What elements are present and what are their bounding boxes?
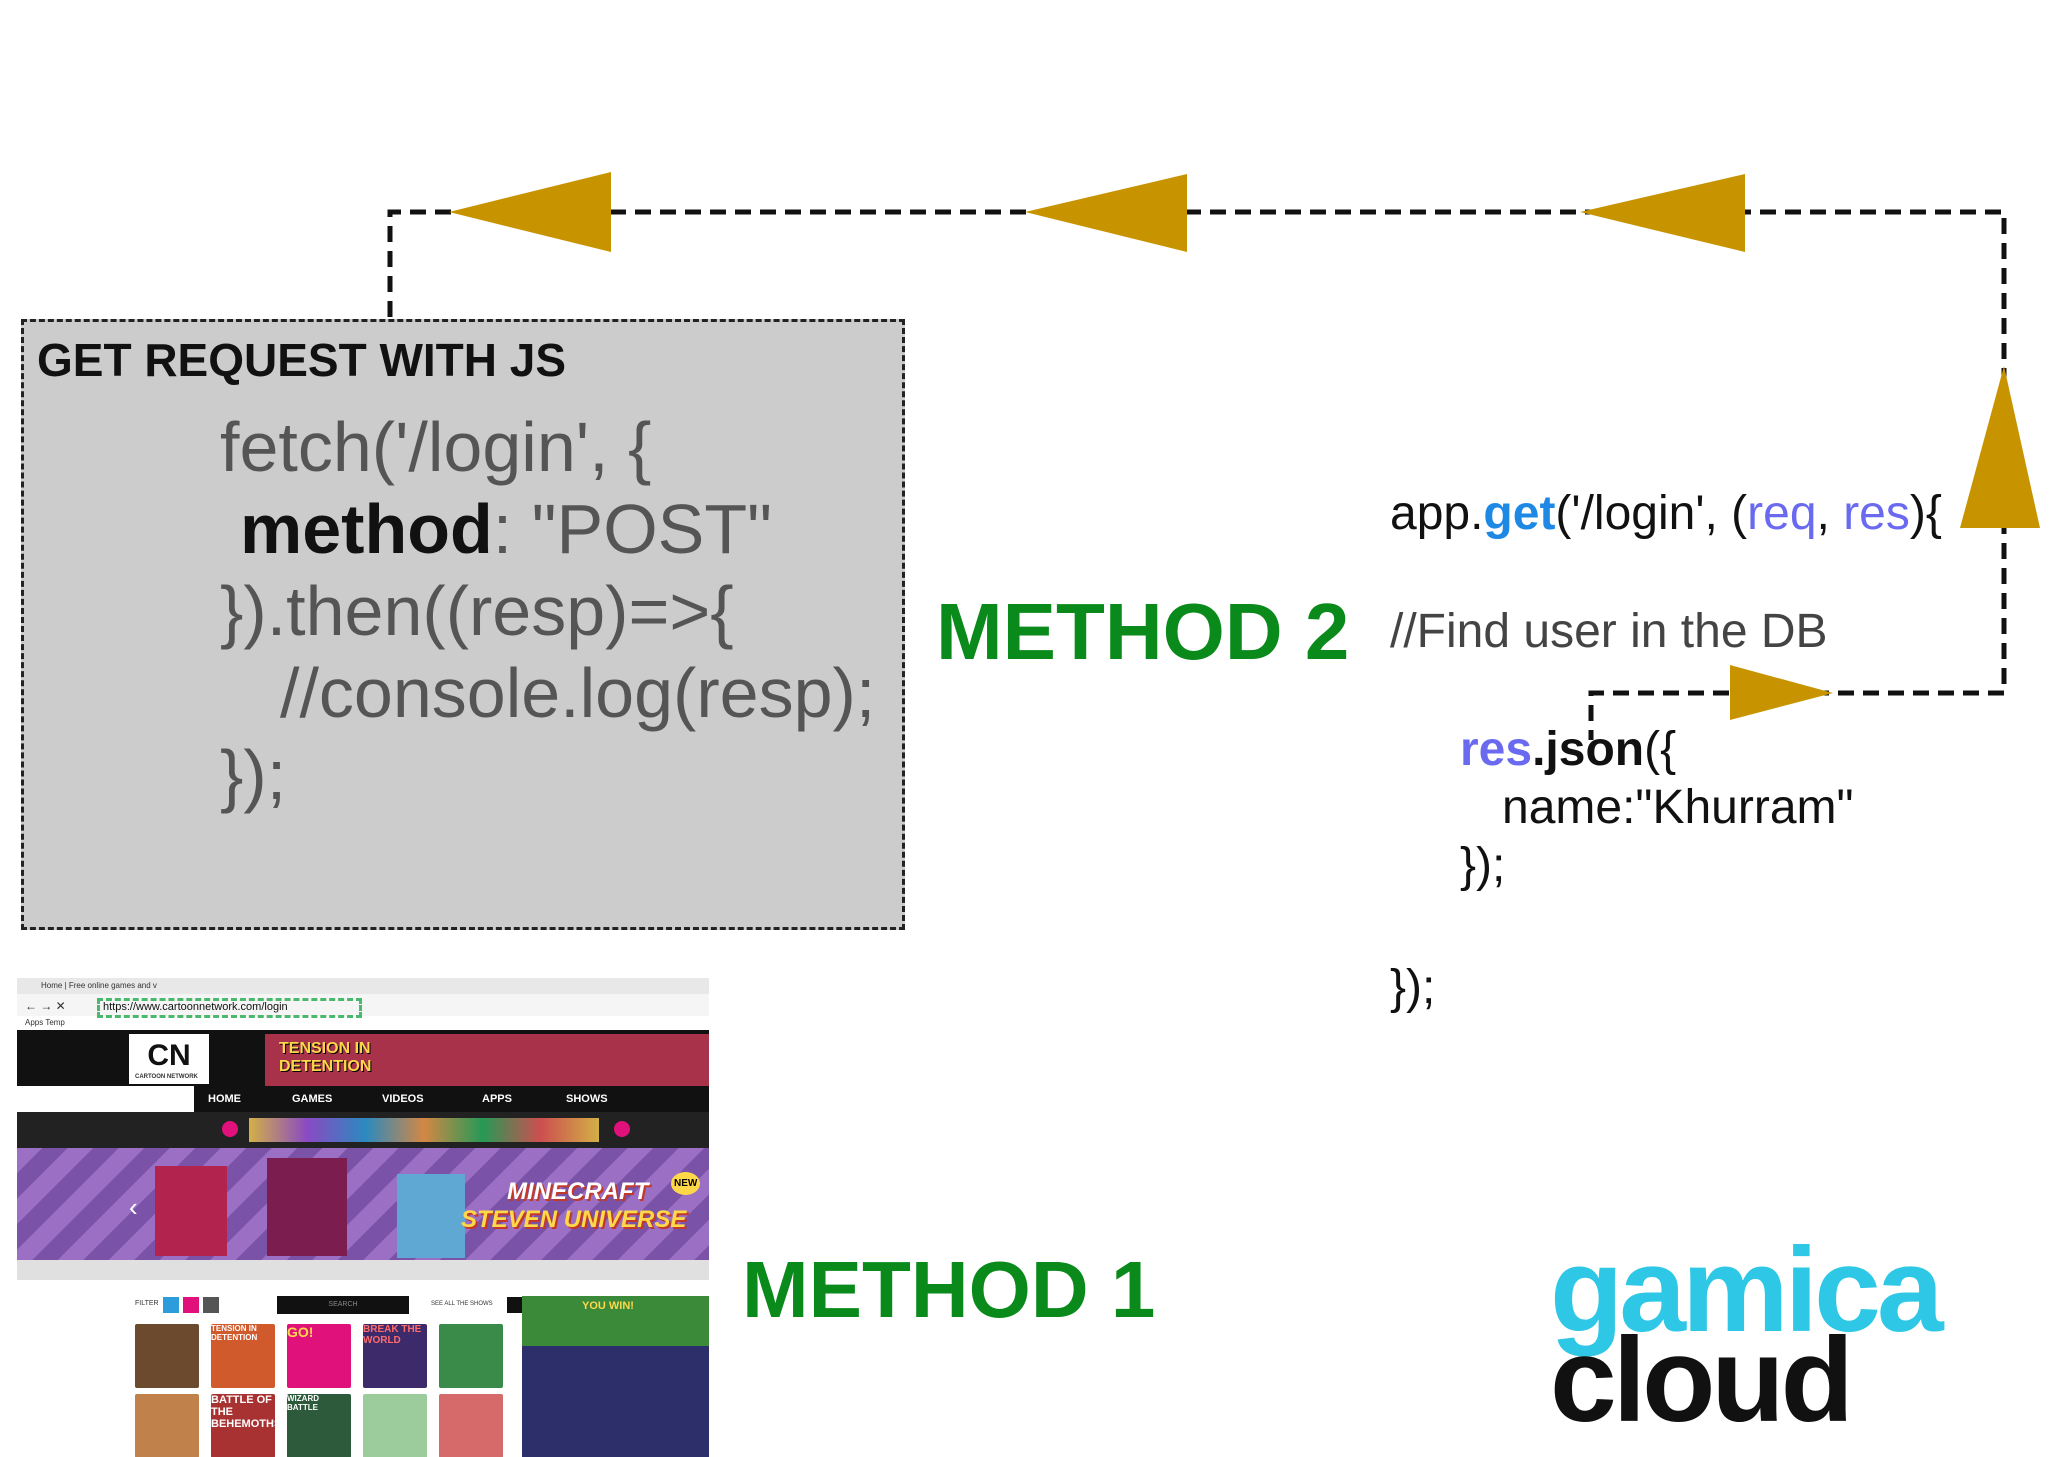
nav-games[interactable]: GAMES: [292, 1093, 333, 1105]
hero-banner: MINECRAFT STEVEN UNIVERSE NEW ‹: [17, 1148, 709, 1260]
game-thumb[interactable]: [439, 1394, 503, 1457]
arrowhead-left-2: [1025, 174, 1187, 252]
server-line-comment: //Find user in the DB: [1390, 605, 1828, 658]
bookmarks-bar: Apps Temp: [25, 1018, 65, 1027]
hero-character-1: [155, 1166, 227, 1256]
character-icons: [249, 1118, 599, 1142]
see-all-arrow-icon[interactable]: [507, 1297, 523, 1313]
ad-you-win: YOU WIN!: [582, 1300, 634, 1312]
ad-field-image: [522, 1296, 709, 1346]
method-1-label: METHOD 1: [742, 1245, 1156, 1334]
hero-title-1: MINECRAFT: [507, 1178, 649, 1205]
game-thumb[interactable]: TENSION IN DETENTION: [211, 1324, 275, 1388]
nav-videos[interactable]: VIDEOS: [382, 1093, 424, 1105]
code-res: res: [1843, 487, 1910, 540]
browser-tab-bar: Home | Free online games and v: [17, 978, 709, 994]
game-thumb[interactable]: [363, 1394, 427, 1457]
code-brace: ){: [1909, 487, 1942, 540]
code-req: req: [1747, 487, 1817, 540]
game-grid: TENSION IN DETENTION GO! BREAK THE WORLD…: [135, 1324, 515, 1457]
code-line-close: });: [220, 736, 287, 814]
code-json-call: .json: [1532, 723, 1645, 776]
game-thumb[interactable]: [135, 1324, 199, 1388]
game-thumb[interactable]: [135, 1394, 199, 1457]
nav-home[interactable]: HOME: [208, 1093, 241, 1105]
game-thumb[interactable]: [439, 1324, 503, 1388]
gamica-logo-bottom: cloud: [1550, 1313, 1854, 1447]
code-line-then: }).then((resp)=>{: [220, 572, 734, 650]
code-line-method: method: "POST": [240, 489, 772, 569]
game-thumb[interactable]: BATTLE OF THE BEHEMOTHS: [211, 1394, 281, 1457]
code-path: ('/login', (: [1555, 487, 1748, 540]
server-line-json: res.json({: [1460, 722, 1676, 778]
code-json-open: ({: [1644, 723, 1677, 776]
gamica-logo-top: gamica: [1550, 1223, 1944, 1357]
filter-bar: FILTER SEARCH SEE ALL THE SHOWS: [135, 1296, 525, 1314]
code-line-console: //console.log(resp);: [280, 654, 876, 732]
hero-title-2: STEVEN UNIVERSE: [461, 1206, 687, 1233]
browser-url: https://www.cartoonnetwork.com/login: [103, 1001, 288, 1013]
code-get: get: [1483, 487, 1556, 540]
hero-prev-icon[interactable]: ‹: [129, 1192, 138, 1222]
side-ad[interactable]: YOU WIN!: [522, 1296, 709, 1457]
char-prev-icon[interactable]: [222, 1121, 238, 1137]
cn-logo-sub: CARTOON NETWORK: [135, 1074, 198, 1080]
arrowhead-up: [1960, 366, 2040, 528]
server-line-route-close: });: [1390, 961, 1436, 1014]
arrowhead-right: [1730, 665, 1833, 720]
cn-logo: CN: [129, 1034, 209, 1084]
game-thumb[interactable]: GO!: [287, 1324, 351, 1388]
character-bar: [17, 1112, 709, 1148]
code-method-value: : "POST": [492, 490, 772, 568]
code-app: app.: [1390, 487, 1484, 540]
browser-tab-title: Home | Free online games and v: [41, 981, 157, 990]
filter-add-icon[interactable]: [203, 1297, 219, 1313]
filter-games-icon[interactable]: [163, 1297, 179, 1313]
banner-text: TENSION IN DETENTION: [279, 1040, 372, 1075]
content-divider: [17, 1260, 709, 1280]
server-line-name: name:"Khurram": [1502, 781, 1854, 834]
server-line-json-close: });: [1460, 839, 1506, 892]
hero-character-2: [267, 1158, 347, 1256]
char-next-icon[interactable]: [614, 1121, 630, 1137]
see-all-shows-link[interactable]: SEE ALL THE SHOWS: [431, 1301, 493, 1307]
filter-label: FILTER: [135, 1300, 159, 1307]
game-thumb[interactable]: BREAK THE WORLD: [363, 1324, 427, 1388]
hero-character-3: [397, 1174, 465, 1258]
code-comma: ,: [1816, 487, 1844, 540]
url-highlight: [97, 998, 362, 1018]
arrowhead-left-1: [449, 172, 611, 252]
nav-arrows-icon: ← → ✕: [25, 999, 66, 1013]
hero-new-badge: NEW: [671, 1172, 701, 1195]
server-line-route: app.get('/login', (req, res){: [1390, 486, 1942, 542]
arrowhead-left-3: [1580, 174, 1745, 252]
code-line-fetch: fetch('/login', {: [220, 408, 652, 486]
top-banner: TENSION IN DETENTION: [265, 1034, 709, 1086]
code-res-obj: res: [1460, 723, 1533, 776]
site-nav-dark: HOME GAMES VIDEOS APPS SHOWS: [194, 1086, 709, 1112]
game-thumb[interactable]: WIZARD BATTLE: [287, 1394, 351, 1457]
search-input[interactable]: SEARCH: [277, 1296, 409, 1314]
nav-shows[interactable]: SHOWS: [566, 1093, 608, 1105]
filter-videos-icon[interactable]: [183, 1297, 199, 1313]
nav-apps[interactable]: APPS: [482, 1093, 512, 1105]
request-code-box: [21, 319, 905, 930]
browser-screenshot: Home | Free online games and v ← → ✕ htt…: [17, 978, 709, 1457]
code-keyword-method: method: [240, 490, 493, 568]
method-2-label: METHOD 2: [936, 587, 1350, 676]
request-box-title: GET REQUEST WITH JS: [37, 334, 567, 386]
